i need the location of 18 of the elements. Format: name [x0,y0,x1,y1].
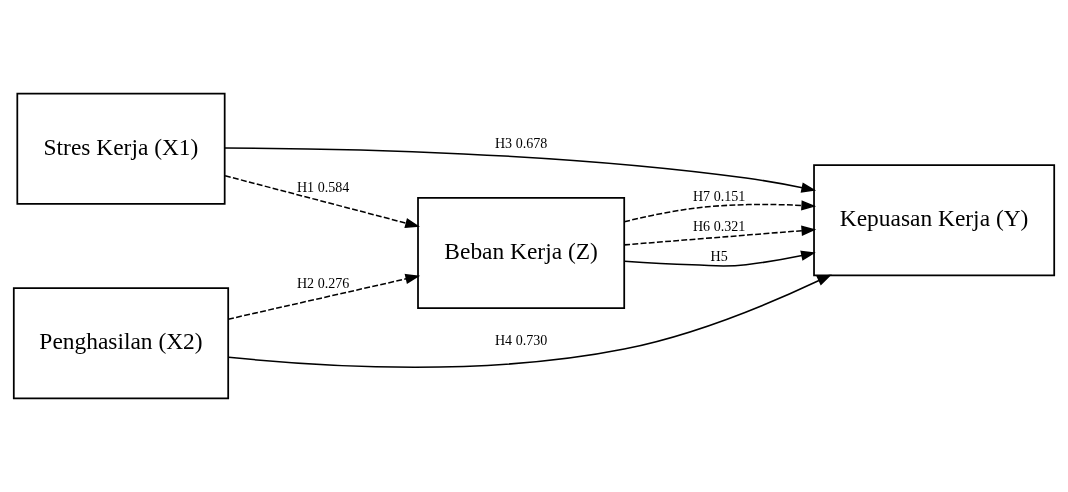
node-box: Stres Kerja (X1) [16,92,226,205]
edge-label: H1 0.584 [296,178,350,195]
edge-label: H3 0.678 [494,135,548,152]
edge-label: H6 0.321 [692,218,746,235]
arrow [227,273,421,320]
edge-label: H4 0.730 [494,332,548,349]
node-box: Kepuasan Kerja (Y) [813,164,1056,277]
arrow [623,250,816,267]
edge-label: H5 [710,247,728,264]
arrow [623,200,817,223]
arrow [227,274,832,368]
arrow [623,225,817,246]
arrow [224,175,420,229]
node-box: Beban Kerja (Z) [417,197,626,309]
edge-label: H7 0.151 [692,188,746,205]
edge-label: H2 0.276 [296,274,350,291]
arrow [224,147,817,193]
node-box: Penghasilan (X2) [12,287,230,400]
